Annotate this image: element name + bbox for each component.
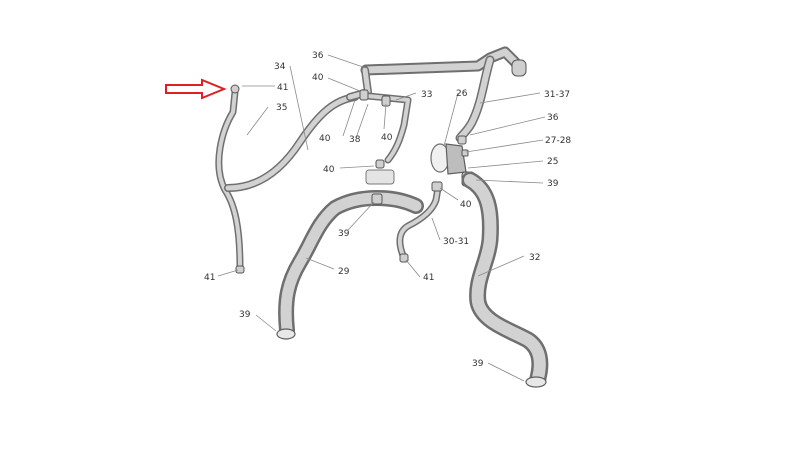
hose-29	[276, 190, 424, 340]
label-31-37: 31-37	[544, 90, 570, 100]
pipe-36	[360, 46, 527, 77]
label-41-center: 41	[423, 273, 434, 283]
label-38: 38	[349, 135, 361, 145]
label-40-valve: 40	[460, 200, 472, 210]
label-41-bottom-left: 41	[204, 273, 215, 283]
label-39-right: 39	[547, 179, 559, 189]
label-40-mid: 40	[381, 133, 393, 143]
label-32: 32	[529, 253, 540, 263]
label-30-31: 30-31	[443, 237, 469, 247]
hose-32	[461, 171, 549, 388]
label-27-28: 27-28	[545, 136, 571, 146]
clamp-41-top	[230, 84, 240, 94]
label-33: 33	[421, 90, 432, 100]
clamp-41-bottom-left	[235, 265, 245, 274]
label-26: 26	[456, 89, 468, 99]
label-35: 35	[276, 103, 287, 113]
label-40-top: 40	[312, 73, 324, 83]
tee-pipe-36-38	[346, 66, 412, 164]
fitting-connector	[365, 159, 395, 185]
red-outline-arrow-icon	[165, 78, 227, 100]
label-34: 34	[274, 62, 286, 72]
label-41-top: 41	[277, 83, 288, 93]
label-39-bottom-right: 39	[472, 359, 484, 369]
label-36-top: 36	[312, 51, 324, 61]
label-29: 29	[338, 267, 350, 277]
label-39-center: 39	[338, 229, 350, 239]
label-40-left-mid: 40	[319, 134, 331, 144]
hose-35	[215, 88, 244, 272]
label-39-bottom-left: 39	[239, 310, 251, 320]
label-40-fitting: 40	[323, 165, 335, 175]
label-25: 25	[547, 157, 558, 167]
part-labels: 36 40 34 41 35 33 26 31-37 36 27-28 25 3…	[204, 51, 571, 369]
label-36-right: 36	[547, 113, 559, 123]
leader-lines	[217, 54, 546, 382]
hose-34	[224, 93, 359, 192]
hose-31-37	[455, 55, 495, 143]
